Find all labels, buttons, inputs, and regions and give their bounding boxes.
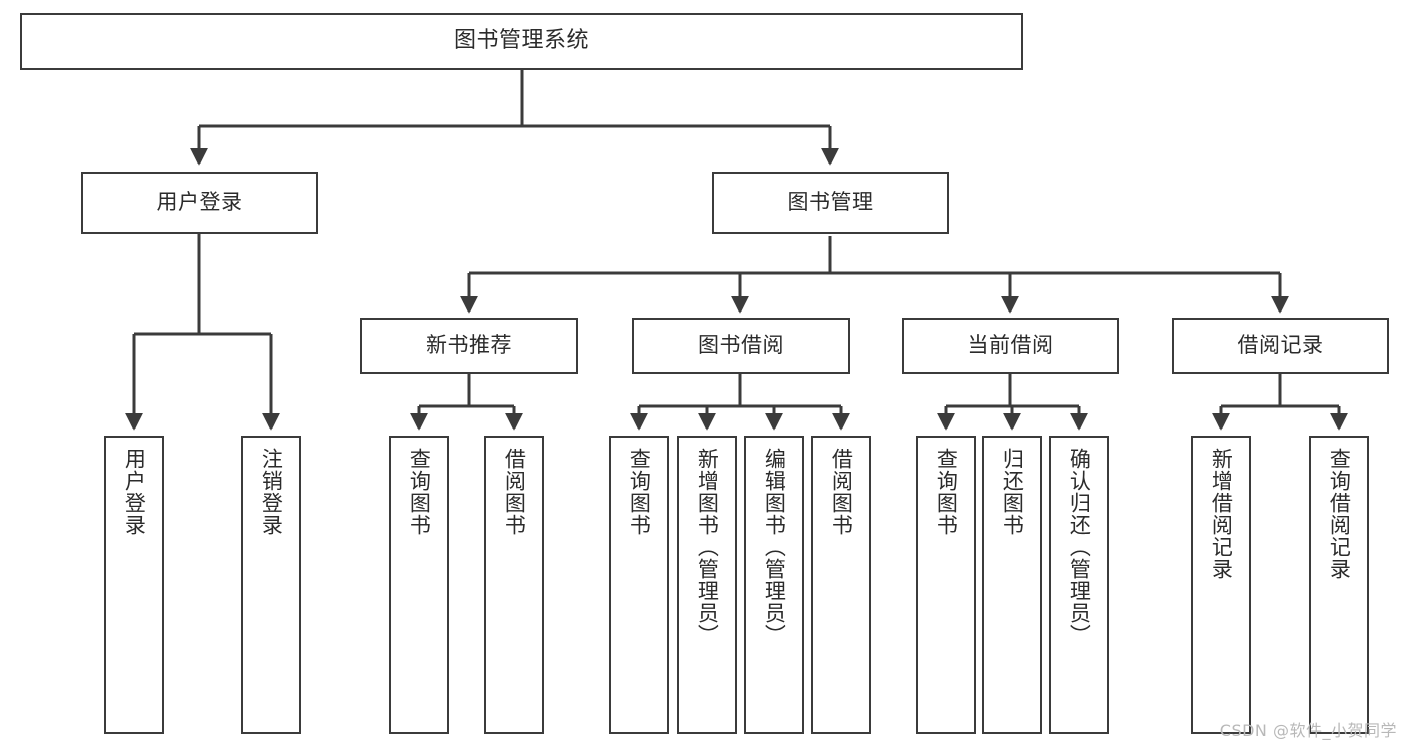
node-new-book-recommend[interactable]: 新书推荐 (360, 318, 578, 374)
node-root-label: 图书管理系统 (453, 28, 589, 54)
node-leaf-add-record-label: 新增借阅记录 (1209, 448, 1234, 580)
node-leaf-borrow-book-2[interactable]: 借阅图书 (811, 436, 871, 734)
node-current-borrow[interactable]: 当前借阅 (902, 318, 1119, 374)
node-leaf-query-book-3-label: 查询图书 (934, 448, 959, 536)
node-leaf-edit-book[interactable]: 编辑图书（管理员） (744, 436, 804, 734)
node-leaf-borrow-book-1[interactable]: 借阅图书 (484, 436, 544, 734)
node-leaf-query-book-3[interactable]: 查询图书 (916, 436, 976, 734)
node-leaf-logout[interactable]: 注销登录 (241, 436, 301, 734)
node-user-login-label: 用户登录 (156, 190, 243, 215)
node-leaf-add-book-label: 新增图书（管理员） (695, 448, 720, 646)
node-leaf-query-book-1-label: 查询图书 (407, 448, 432, 536)
node-book-manage[interactable]: 图书管理 (712, 172, 949, 234)
node-leaf-return-book-label: 归还图书 (1000, 448, 1025, 536)
node-leaf-query-book-2[interactable]: 查询图书 (609, 436, 669, 734)
node-leaf-add-book[interactable]: 新增图书（管理员） (677, 436, 737, 734)
node-current-borrow-label: 当前借阅 (967, 333, 1054, 358)
node-borrow-record-label: 借阅记录 (1237, 333, 1324, 358)
watermark: CSDN @软件_小贺同学 (1219, 721, 1397, 740)
node-leaf-return-book[interactable]: 归还图书 (982, 436, 1042, 734)
node-leaf-confirm-return[interactable]: 确认归还（管理员） (1049, 436, 1109, 734)
node-leaf-query-book-1[interactable]: 查询图书 (389, 436, 449, 734)
node-root[interactable]: 图书管理系统 (20, 13, 1023, 70)
node-book-borrow-label: 图书借阅 (698, 333, 784, 358)
node-leaf-query-record[interactable]: 查询借阅记录 (1309, 436, 1369, 734)
node-leaf-borrow-book-2-label: 借阅图书 (829, 448, 854, 536)
node-leaf-logout-label: 注销登录 (259, 448, 284, 536)
node-leaf-query-book-2-label: 查询图书 (627, 448, 652, 536)
node-user-login[interactable]: 用户登录 (81, 172, 318, 234)
node-leaf-confirm-return-label: 确认归还（管理员） (1067, 448, 1092, 646)
node-borrow-record[interactable]: 借阅记录 (1172, 318, 1389, 374)
node-leaf-borrow-book-1-label: 借阅图书 (502, 448, 527, 536)
node-book-manage-label: 图书管理 (787, 190, 874, 215)
node-new-book-recommend-label: 新书推荐 (426, 333, 512, 358)
node-leaf-user-login-label: 用户登录 (122, 448, 147, 536)
node-book-borrow[interactable]: 图书借阅 (632, 318, 850, 374)
node-leaf-user-login[interactable]: 用户登录 (104, 436, 164, 734)
node-leaf-add-record[interactable]: 新增借阅记录 (1191, 436, 1251, 734)
node-leaf-edit-book-label: 编辑图书（管理员） (762, 448, 787, 646)
node-leaf-query-record-label: 查询借阅记录 (1327, 448, 1352, 580)
